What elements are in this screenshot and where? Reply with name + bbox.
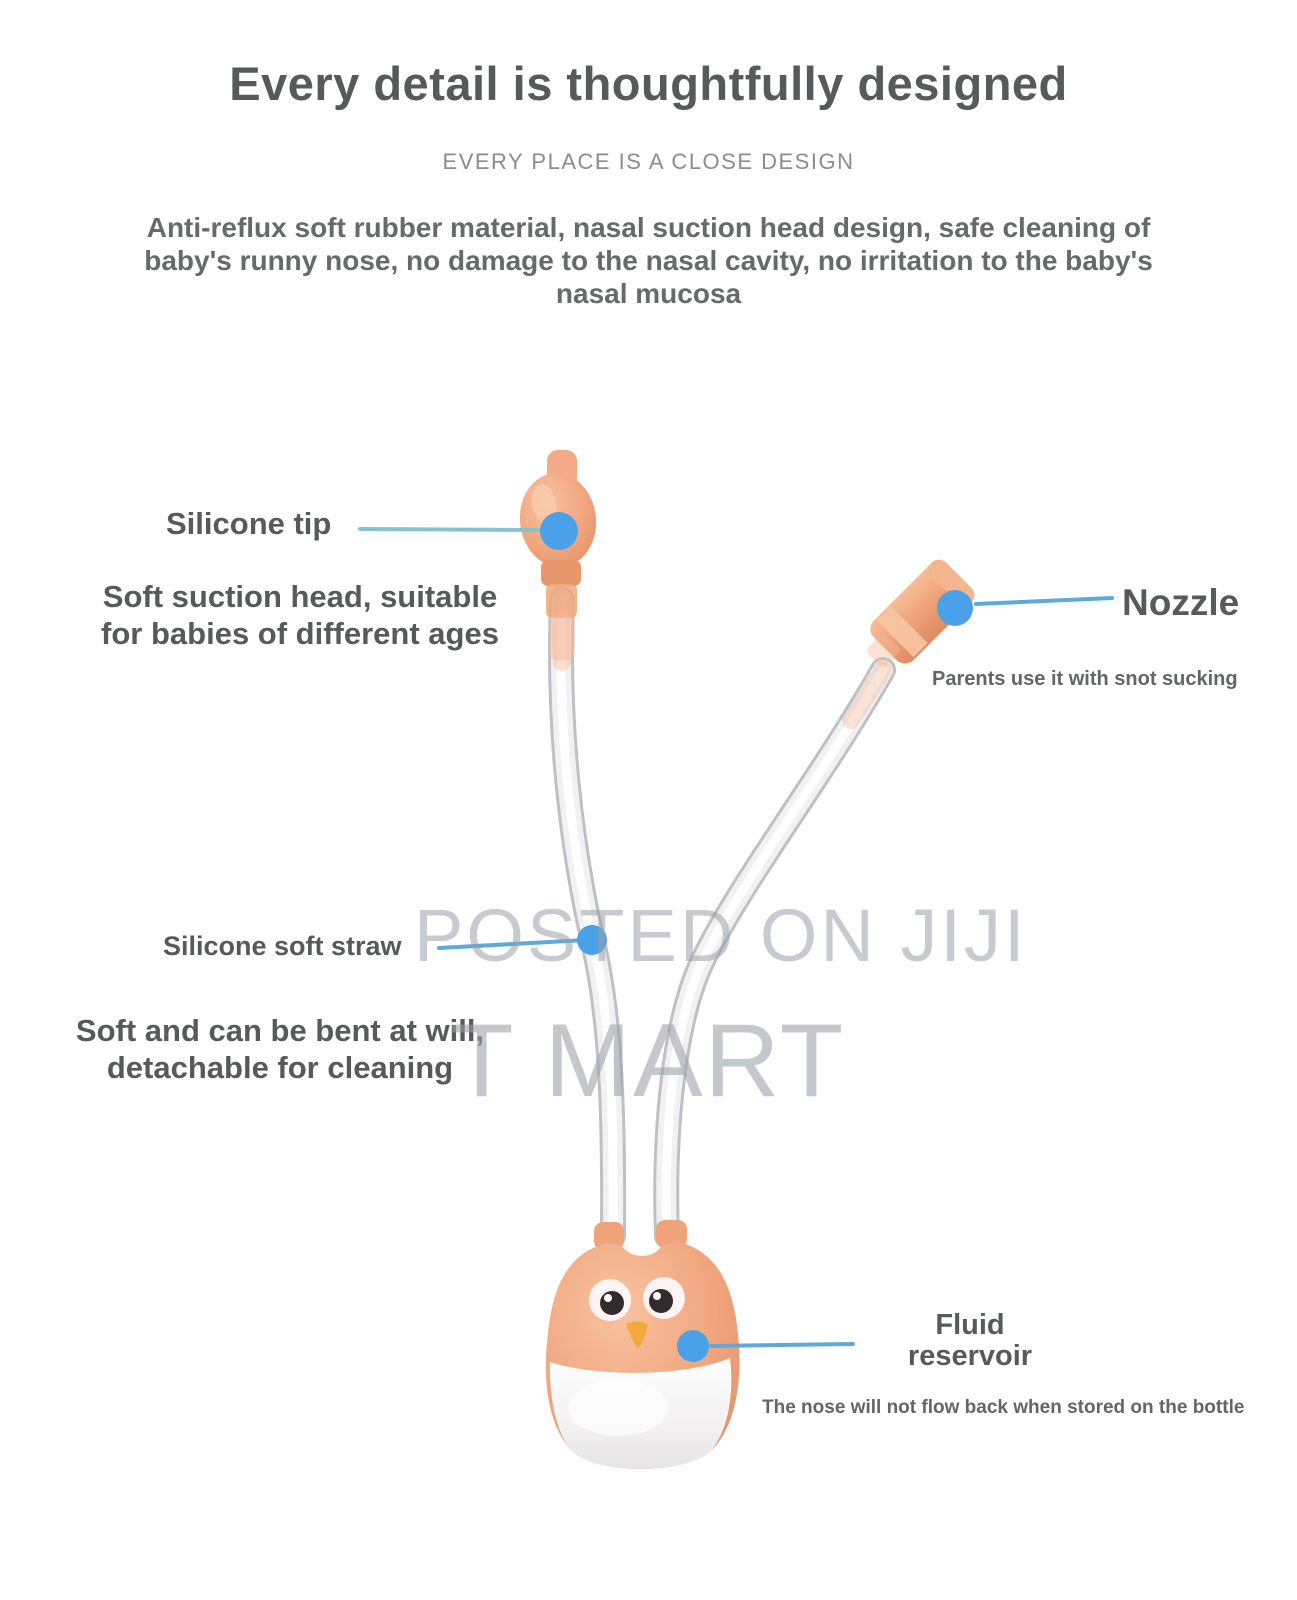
label-suction-head: Soft suction head, suitable for babies o…: [60, 578, 540, 652]
label-bendable-line: Soft and can be bent at will,: [75, 1013, 485, 1048]
caption-reservoir: The nose will not flow back when stored …: [762, 1397, 1245, 1418]
label-suction-head-line: for babies of different ages: [101, 616, 499, 651]
page-title: Every detail is thoughtfully designed: [229, 57, 1068, 110]
suction-tube-right: [653, 657, 896, 1249]
caption-nozzle: Parents use it with snot sucking: [932, 668, 1238, 690]
page-subtitle: EVERY PLACE IS A CLOSE DESIGN: [442, 149, 855, 174]
label-bendable-line: detachable for cleaning: [106, 1050, 454, 1085]
callout-dot-reservoir: [677, 1330, 709, 1362]
suction-tube-left: [548, 587, 627, 1249]
label-straw: Silicone soft straw: [163, 931, 402, 961]
label-bendable: Soft and can be bent at will, detachable…: [30, 1012, 530, 1086]
label-nozzle: Nozzle: [1122, 582, 1240, 623]
nozzle-part: [867, 559, 975, 667]
leader-line-silicone-tip: [358, 527, 542, 532]
callout-dot-straw: [577, 925, 607, 955]
label-fluid-reservoir-line: reservoir: [907, 1340, 1033, 1372]
callout-dots: [540, 512, 973, 1362]
callout-dot-nozzle: [937, 590, 973, 626]
leader-line-nozzle: [974, 596, 1114, 606]
reservoir-part: [545, 1220, 740, 1469]
description: Anti-reflux soft rubber material, nasal …: [0, 211, 1297, 310]
owl-beak: [626, 1321, 648, 1349]
owl-face: [589, 1277, 685, 1349]
leader-line-straw: [437, 938, 588, 950]
label-suction-head-line: Soft suction head, suitable: [102, 579, 498, 614]
label-fluid-reservoir-line: Fluid: [935, 1309, 1005, 1341]
leader-line-reservoir: [709, 1342, 855, 1348]
description-line: baby's runny nose, no damage to the nasa…: [144, 245, 1153, 276]
label-fluid-reservoir: Fluid reservoir: [885, 1310, 1055, 1372]
callout-dot-silicone-tip: [540, 512, 578, 550]
description-line: Anti-reflux soft rubber material, nasal …: [146, 212, 1151, 243]
label-silicone-tip: Silicone tip: [166, 506, 332, 541]
description-line: nasal mucosa: [555, 278, 742, 309]
leader-lines: [358, 527, 1114, 1348]
